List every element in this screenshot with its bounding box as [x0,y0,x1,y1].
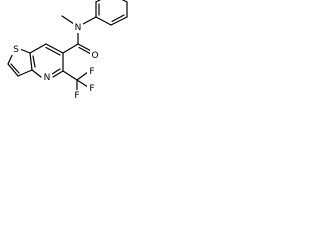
bond-c7-c6 [45,43,64,54]
bond-c5-n4 [52,70,64,78]
trifluoromethyl-group [62,70,89,92]
bond-c3a-c7a [29,52,33,71]
sulfur-atom-label: S [13,45,19,55]
fluorine-atom-label-1: F [74,91,79,101]
bond-carbonyl-o-double [78,46,92,55]
thiophene-ring [7,48,33,77]
bond-c3a-c7a-inner [32,55,36,68]
phenyl-ring [95,0,128,26]
phenyl-bond-1 [95,16,112,26]
molecule-structure: S N N O F F F [7,0,128,101]
phenyl-bond-2 [110,16,128,26]
bond-c-f2 [76,71,89,81]
bond-c7-c6-inner [45,46,61,56]
pyridine-ring [29,43,64,78]
phenyl-bond-5 [95,0,102,3]
phenyl-bond-4 [121,0,128,3]
amide-group [61,15,97,55]
bond-c2-c3 [7,63,19,77]
fluorine-atom-label-2: F [89,67,94,77]
bond-c5-cf3 [62,70,78,81]
bond-c-f3 [76,79,89,88]
bond-n-methyl [61,15,75,25]
bond-n-phenyl [82,16,97,25]
oxygen-atom-label: O [91,51,98,61]
bond-c3-c3a [17,69,33,77]
bond-c5-n4-inner [51,68,61,75]
pyridine-nitrogen-label: N [44,73,51,83]
bond-c6-carbonyl [62,43,79,54]
atom-labels: S N N O F F F [11,22,100,101]
amide-nitrogen-label: N [75,23,82,33]
phenyl-bond-2-inner [111,14,125,23]
bond-c7a-s [19,48,31,54]
bond-c2-c3-inner [10,63,20,74]
bond-n4-c3a [31,69,42,78]
fluorine-atom-label-3: F [89,84,94,94]
bond-c7a-c7 [29,43,47,54]
